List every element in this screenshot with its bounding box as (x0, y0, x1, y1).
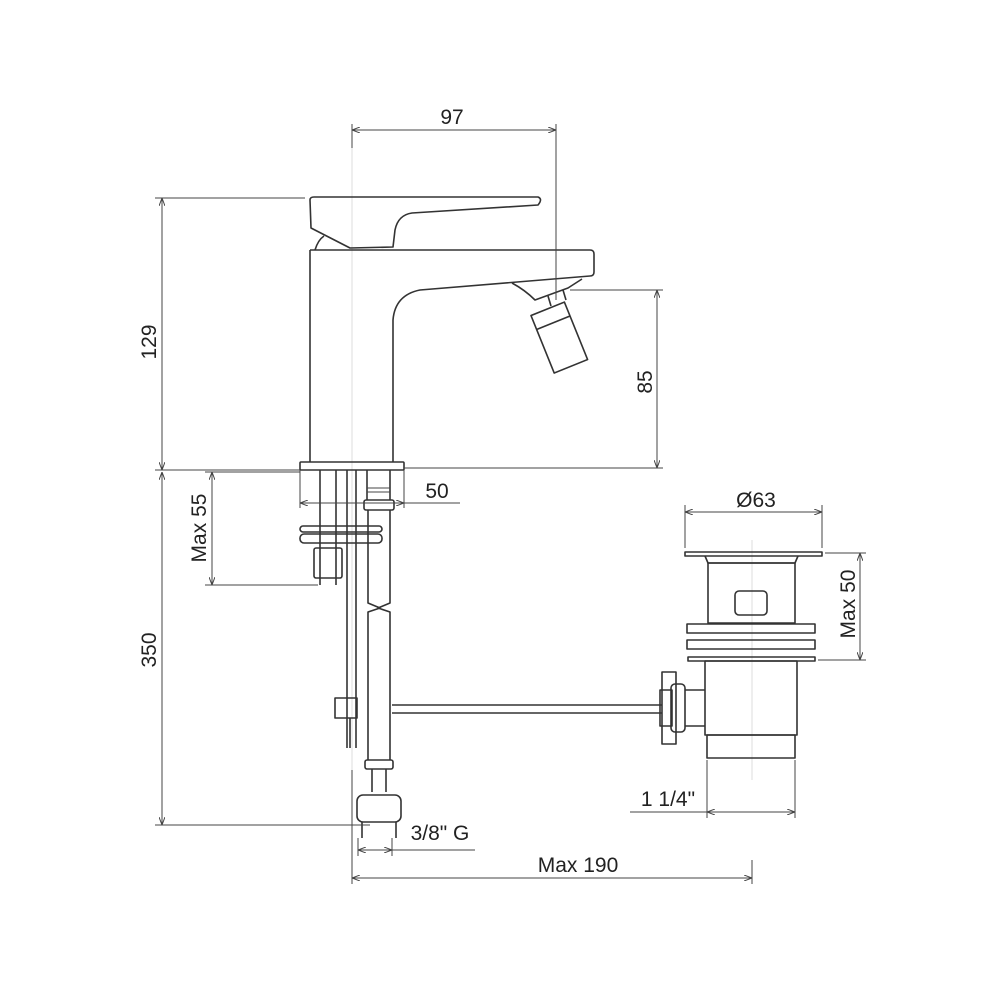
dim-label-129: 129 (138, 324, 161, 359)
bidet-nozzle (511, 278, 589, 374)
dim-hose-length: 350 (138, 472, 370, 826)
dim-label-3-8-g: 3/8" G (411, 822, 470, 845)
dim-hose-connection: 3/8" G (357, 822, 475, 856)
dim-label-1-1-4: 1 1/4" (641, 788, 695, 811)
fixing-assembly (299, 470, 402, 838)
dim-label-97: 97 (440, 106, 463, 129)
dim-max-rod: Max 190 (351, 770, 753, 884)
dim-waste-thread: 1 1/4" (630, 760, 796, 818)
dim-spout-reach: 97 (351, 106, 557, 300)
dim-label-max-55: Max 55 (188, 494, 211, 563)
popup-waste (659, 551, 823, 759)
dim-label-50: 50 (425, 480, 448, 503)
center-lines (351, 140, 753, 880)
dim-base-diameter: 50 (299, 470, 460, 508)
dim-spout-height: 85 (404, 289, 663, 469)
dim-waste-diameter: Ø63 (684, 489, 823, 548)
dim-waste-max: Max 50 (818, 552, 866, 661)
faucet-body (309, 235, 595, 462)
dim-label-max-190: Max 190 (538, 854, 619, 877)
dim-max-deck: Max 55 (188, 471, 318, 586)
dim-total-height: 129 (138, 197, 305, 471)
popup-rod (392, 704, 662, 714)
dim-label-350: 350 (138, 632, 161, 667)
dim-label-o63: Ø63 (736, 489, 776, 512)
faucet-lever (309, 196, 542, 249)
dim-label-max-50: Max 50 (837, 570, 860, 639)
dim-label-85: 85 (634, 370, 657, 393)
base-plate (299, 461, 405, 471)
